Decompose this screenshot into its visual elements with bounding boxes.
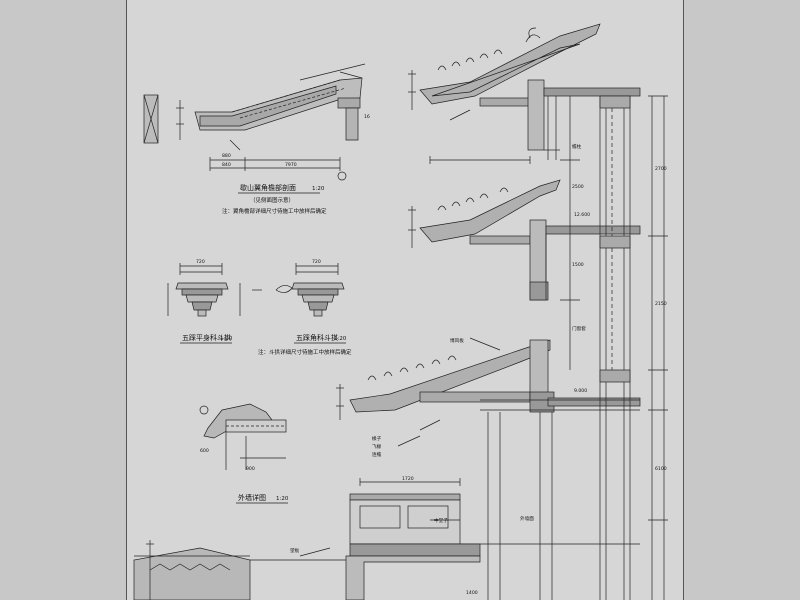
- scale-eave-detail: 1:20: [312, 186, 325, 192]
- dim-9000: 9.000: [574, 388, 587, 394]
- dim-7970: 7970: [285, 162, 297, 168]
- parapet-detail: [199, 403, 287, 470]
- bracket-set-corner: [239, 263, 345, 317]
- caption-wall-detail: 外墙详图: [238, 493, 266, 502]
- dim-12600: 12.600: [574, 212, 590, 218]
- label-roof-board: 望板: [290, 547, 300, 554]
- dim-1500: 1500: [572, 262, 584, 268]
- note-bracket: 注：斗拱详细尺寸待施工中放样后确定: [258, 348, 352, 356]
- dim-720-standard: 720: [196, 259, 205, 265]
- left-dimension-chain: [336, 70, 531, 420]
- dim-900: 900: [246, 466, 255, 472]
- subcaption-eave-detail: （见侧面图示意）: [250, 196, 294, 204]
- scale-bracket-corner: 1:20: [334, 336, 347, 342]
- leader-lines: [299, 109, 501, 557]
- dim-880: 880: [222, 153, 231, 159]
- right-dimension-chain: [560, 95, 668, 600]
- lower-roof-fragment: [133, 540, 346, 600]
- dim-2150: 2150: [655, 301, 667, 307]
- column-lines: [487, 95, 631, 600]
- caption-bracket-standard: 五踩平身科斗拱: [182, 333, 231, 342]
- label-bargeboard: 博风板: [450, 337, 464, 344]
- upper-eave-section: [419, 23, 641, 160]
- scale-bracket-standard: 1:20: [220, 336, 233, 342]
- label-eave-board: 连檐: [372, 451, 382, 458]
- dim-2700: 2700: [655, 166, 667, 172]
- scale-wall-detail: 1:20: [276, 496, 289, 502]
- dim-1720: 1720: [402, 476, 414, 482]
- label-door-frame: 门窗套: [572, 325, 586, 332]
- label-rafter: 椽子: [372, 435, 382, 442]
- dim-6100: 6100: [655, 466, 667, 472]
- eave-section-detail: [143, 63, 366, 181]
- dim-16: 16: [364, 114, 370, 120]
- label-exterior-wall: 外墙面: [520, 515, 534, 522]
- note-eave-detail: 注：翼角檐部详细尺寸待施工中放样后确定: [222, 207, 327, 215]
- balustrade-section: [345, 478, 640, 600]
- middle-eave-section: [419, 179, 641, 301]
- dim-840: 840: [222, 162, 231, 168]
- label-flying-rafter: 飞椽: [372, 443, 382, 450]
- label-eave-column: 檐柱: [572, 143, 582, 150]
- bracket-set-standard: [167, 263, 229, 317]
- dim-1400: 1400: [466, 590, 478, 596]
- caption-eave-detail: 歇山翼角檐部剖面: [240, 183, 296, 192]
- label-inner-panel: 中堂子: [434, 517, 448, 524]
- lower-eave-section: [349, 339, 641, 413]
- dim-600: 600: [200, 448, 209, 454]
- dim-720-corner: 720: [312, 259, 321, 265]
- caption-bracket-corner: 五踩角科斗拱: [296, 333, 338, 342]
- dim-2500: 2500: [572, 184, 584, 190]
